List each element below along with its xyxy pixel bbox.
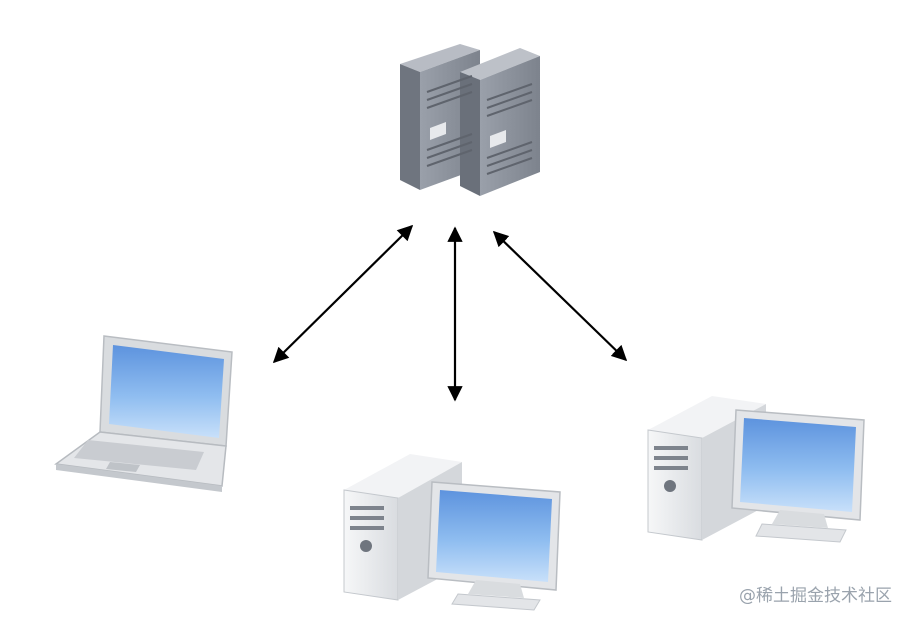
- arrow-server-desktop-right: [492, 230, 628, 362]
- watermark-text: @稀土掘金技术社区: [739, 586, 892, 606]
- laptop-icon: [54, 335, 233, 492]
- desktop-computer-icon: [647, 396, 865, 543]
- desktop-computer-icon: [343, 454, 561, 611]
- desktop-right-node: [647, 396, 865, 543]
- laptop-node: [54, 335, 233, 492]
- server-rack-icon: [400, 44, 540, 196]
- arrow-server-laptop: [272, 224, 414, 364]
- server-node: [400, 44, 540, 196]
- connection-arrows: [272, 224, 628, 402]
- desktop-center-node: [343, 454, 561, 611]
